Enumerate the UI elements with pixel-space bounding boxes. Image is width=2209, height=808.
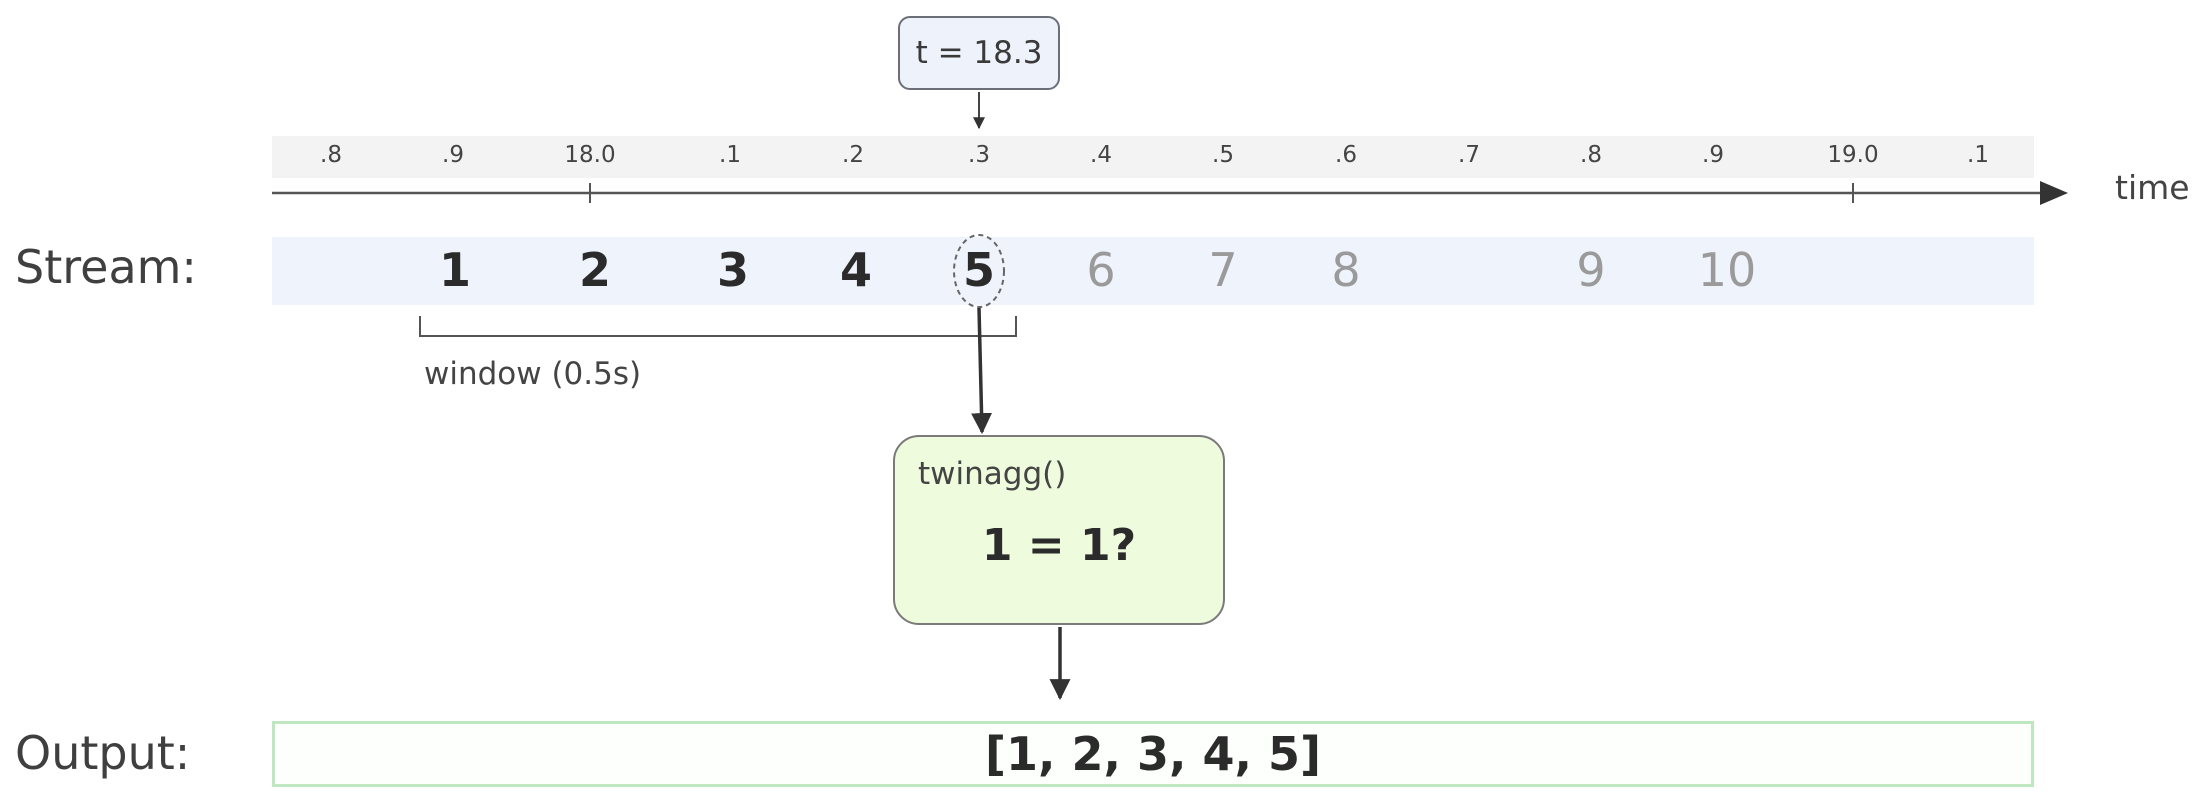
window-label: window (0.5s)	[424, 356, 642, 392]
time-tick-label: .7	[1458, 142, 1480, 168]
time-axis-label: time	[2115, 168, 2190, 207]
time-tick-label: .8	[320, 142, 342, 168]
time-tick-label: .1	[719, 142, 741, 168]
current-item-highlight	[953, 234, 1005, 308]
time-tick-label: .9	[442, 142, 464, 168]
output-value: [1, 2, 3, 4, 5]	[984, 727, 1322, 781]
time-marker-label: t = 18.3	[915, 35, 1043, 71]
time-tick-label: .8	[1580, 142, 1602, 168]
time-marker-callout: t = 18.3	[898, 16, 1060, 90]
stream-label: Stream:	[15, 240, 197, 294]
output-label: Output:	[15, 726, 191, 780]
time-tick-label: 19.0	[1827, 142, 1879, 168]
time-tick-label: .5	[1212, 142, 1234, 168]
stream-band	[272, 237, 2034, 305]
time-tick-label: .4	[1090, 142, 1112, 168]
stream-item-current: 5	[962, 243, 996, 297]
output-band	[272, 721, 2034, 787]
stream-item: 9	[1576, 243, 1606, 297]
time-tick-label: .6	[1335, 142, 1357, 168]
stream-item: 3	[716, 243, 750, 297]
stream-item: 8	[1331, 243, 1361, 297]
stream-item: 2	[578, 243, 612, 297]
time-axis-tick-band	[272, 136, 2034, 178]
stream-item: 1	[438, 243, 472, 297]
stream-item: 4	[839, 243, 873, 297]
time-axis-arrowhead	[2040, 181, 2068, 205]
time-tick-label: .3	[968, 142, 990, 168]
time-tick-label: .9	[1702, 142, 1724, 168]
function-expression: 1 = 1?	[981, 520, 1137, 571]
window-bracket	[419, 316, 1017, 337]
time-tick-label: .1	[1967, 142, 1989, 168]
item-to-function-arrow	[971, 307, 993, 435]
function-box	[893, 435, 1225, 625]
stream-item: 10	[1697, 243, 1757, 297]
time-tick-label: .2	[842, 142, 864, 168]
stream-item: 6	[1086, 243, 1116, 297]
function-name: twinagg()	[918, 456, 1067, 492]
time-tick-label: 18.0	[564, 142, 616, 168]
stream-item: 7	[1208, 243, 1238, 297]
